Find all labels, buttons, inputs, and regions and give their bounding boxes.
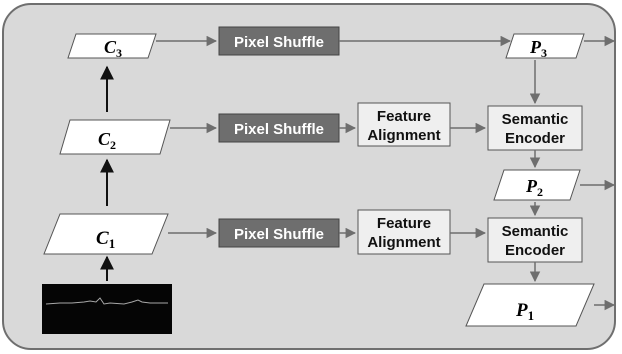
feature-c1-label: C1: [96, 228, 115, 251]
semantic-encoder-line2-bottom: Encoder: [505, 242, 565, 259]
feature-c2: C2: [59, 119, 171, 155]
pixel-shuffle-block-top: Pixel Shuffle: [218, 26, 340, 56]
feature-c3-label: C3: [104, 37, 122, 60]
pixel-shuffle-label-bottom: Pixel Shuffle: [234, 226, 324, 243]
feature-alignment-block-bottom: Feature Alignment: [357, 209, 451, 255]
feature-alignment-block-top: Feature Alignment: [357, 102, 451, 147]
feature-alignment-line1-bottom: Feature: [377, 215, 431, 232]
feature-c1: C1: [43, 213, 169, 255]
pixel-shuffle-label-top: Pixel Shuffle: [234, 34, 324, 51]
semantic-encoder-line1-bottom: Semantic: [502, 223, 569, 240]
feature-p2-label: P2: [525, 176, 543, 199]
semantic-encoder-block-top: Semantic Encoder: [487, 105, 583, 151]
pixel-shuffle-block-bottom: Pixel Shuffle: [218, 218, 340, 248]
pixel-shuffle-label-middle: Pixel Shuffle: [234, 121, 324, 138]
pixel-shuffle-block-middle: Pixel Shuffle: [218, 113, 340, 143]
feature-alignment-line2-top: Alignment: [367, 127, 440, 144]
feature-p1-label: P1: [515, 300, 534, 323]
semantic-encoder-line1-top: Semantic: [502, 111, 569, 128]
feature-c3: C3: [67, 33, 157, 60]
feature-p3-label: P3: [529, 37, 547, 60]
semantic-encoder-block-bottom: Semantic Encoder: [487, 217, 583, 263]
feature-p3: P3: [505, 33, 585, 60]
feature-alignment-line2-bottom: Alignment: [367, 234, 440, 251]
waveform-image: [42, 284, 172, 334]
semantic-encoder-line2-top: Encoder: [505, 130, 565, 147]
feature-p2: P2: [493, 169, 581, 201]
background-panel: [2, 3, 616, 350]
feature-alignment-line1-top: Feature: [377, 108, 431, 125]
feature-c2-label: C2: [98, 129, 116, 152]
feature-p1: P1: [465, 283, 595, 327]
